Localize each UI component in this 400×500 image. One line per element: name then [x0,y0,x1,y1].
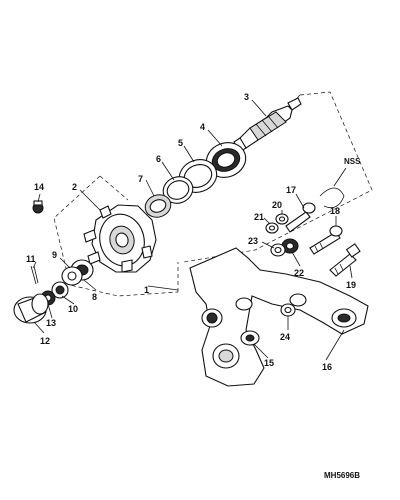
callout-15: 15 [264,358,274,368]
callout-3: 3 [244,92,249,102]
washer-23 [270,243,286,257]
grease-cap [13,293,49,324]
castellated-nut [51,281,69,299]
reference-code: MH5696B [324,471,360,480]
callout-13: 13 [46,318,56,328]
leader-lines [32,99,353,361]
bolt-17 [285,202,316,233]
knuckle-boss [240,330,260,346]
callout-16: 16 [322,362,332,372]
callout-23: 23 [248,236,258,246]
callout-20: 20 [272,200,282,210]
nut-22 [281,238,299,254]
callout-22: 22 [294,268,304,278]
callout-10: 10 [68,304,78,314]
thrust-washer [61,266,83,286]
wheel-hub [83,204,157,273]
callout-6: 6 [156,154,161,164]
callout-12: 12 [40,336,50,346]
callout-4: 4 [200,122,205,132]
inner-bearing [144,194,172,218]
steering-arm-upright [189,247,369,387]
stub-axle-shaft [233,97,302,153]
callout-5: 5 [178,138,183,148]
oil-seal [205,142,247,178]
callout-8: 8 [92,292,97,302]
callout-14: 14 [34,182,44,192]
callout-19: 19 [346,280,356,290]
bolt-19 [329,243,361,277]
callout-21: 21 [254,212,264,222]
washer-21 [265,222,279,234]
callout-2: 2 [72,182,77,192]
callout-17: 17 [286,185,296,195]
nss-circlip [319,187,345,209]
callout-24: 24 [280,332,290,342]
callout-7: 7 [138,174,143,184]
spacer-ring [162,176,194,204]
washer-24 [280,303,296,317]
split-pin [30,265,39,285]
callout-11: 11 [26,254,36,264]
callout-9: 9 [52,250,57,260]
callout-1: 1 [144,285,149,295]
callout-18: 18 [330,206,340,216]
washer-20 [275,213,289,225]
bolt-18 [309,225,343,255]
nss-label: NSS [344,157,361,166]
callout-labels: 1 2 3 4 5 6 7 8 9 10 11 12 13 14 15 16 1… [26,92,361,480]
grease-nipple [32,200,44,214]
